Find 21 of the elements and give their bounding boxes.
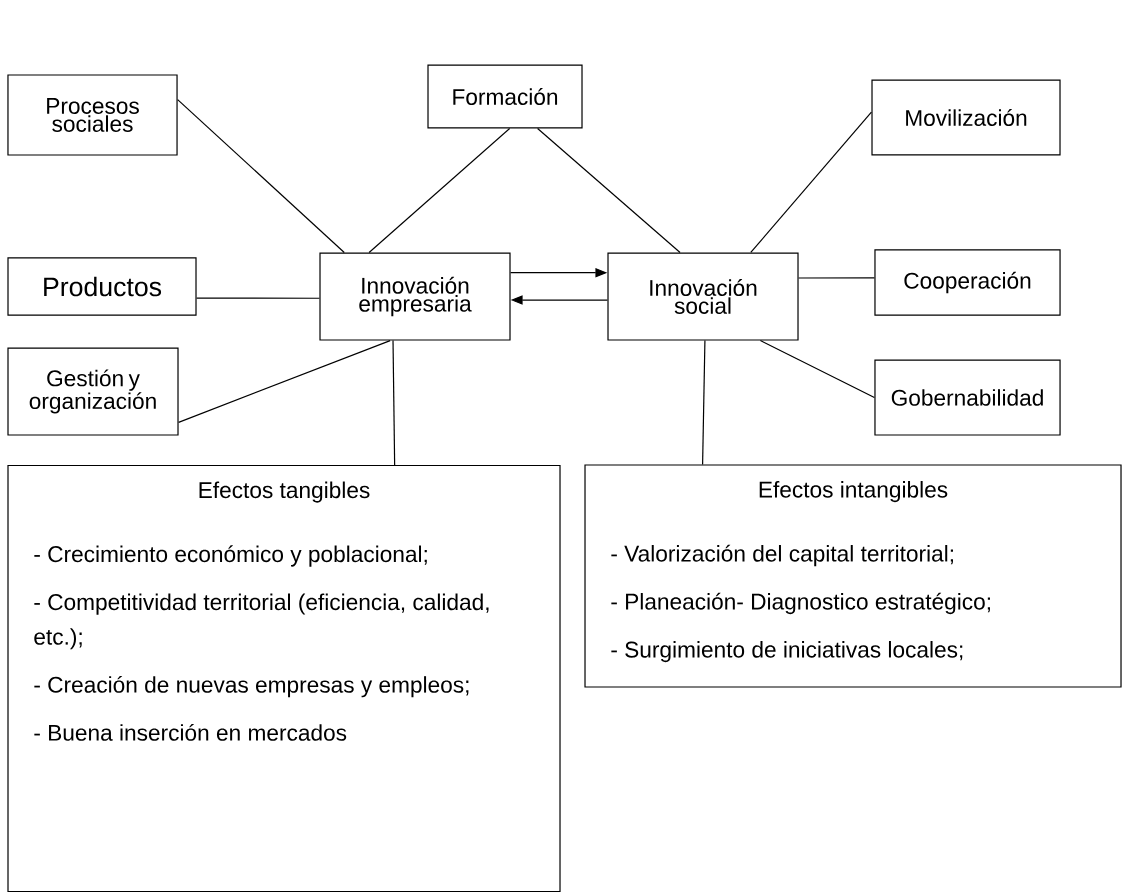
connector-line [196, 297, 320, 299]
text-box: Cooperación [874, 249, 1061, 316]
text-box: Gobernabilidad [874, 359, 1061, 436]
text-box: Formación [427, 64, 583, 129]
connector-line [702, 339, 706, 465]
connector-line [392, 339, 396, 466]
text-box: Efectos tangibles - Crecimiento económico y poblacional; - Competitividad territorial (eficiencia, calidad, etc.); - Creación de nuevas empresas y empleos; - Buena inserción en mercados [7, 464, 561, 893]
text-box: Procesos sociales [7, 74, 178, 156]
connector-line [750, 111, 872, 254]
text-box: Productos [7, 257, 197, 316]
connector-line [177, 99, 345, 254]
text-box: Efectos intangibles - Valorización del capital territorial; - Planeación- Diagnostico estratégico; - Surgimiento de iniciativas locales; [584, 464, 1122, 688]
connector-line [798, 277, 875, 279]
connector-line [368, 127, 511, 254]
connector-line [759, 339, 875, 399]
connector-line [537, 127, 681, 254]
connector-line [178, 339, 391, 423]
text-box: Gestión y organización [7, 347, 179, 436]
text-box: Innovación empresaria [319, 252, 511, 341]
text-box: Innovación social [607, 252, 799, 341]
text-box: Movilización [871, 79, 1061, 156]
